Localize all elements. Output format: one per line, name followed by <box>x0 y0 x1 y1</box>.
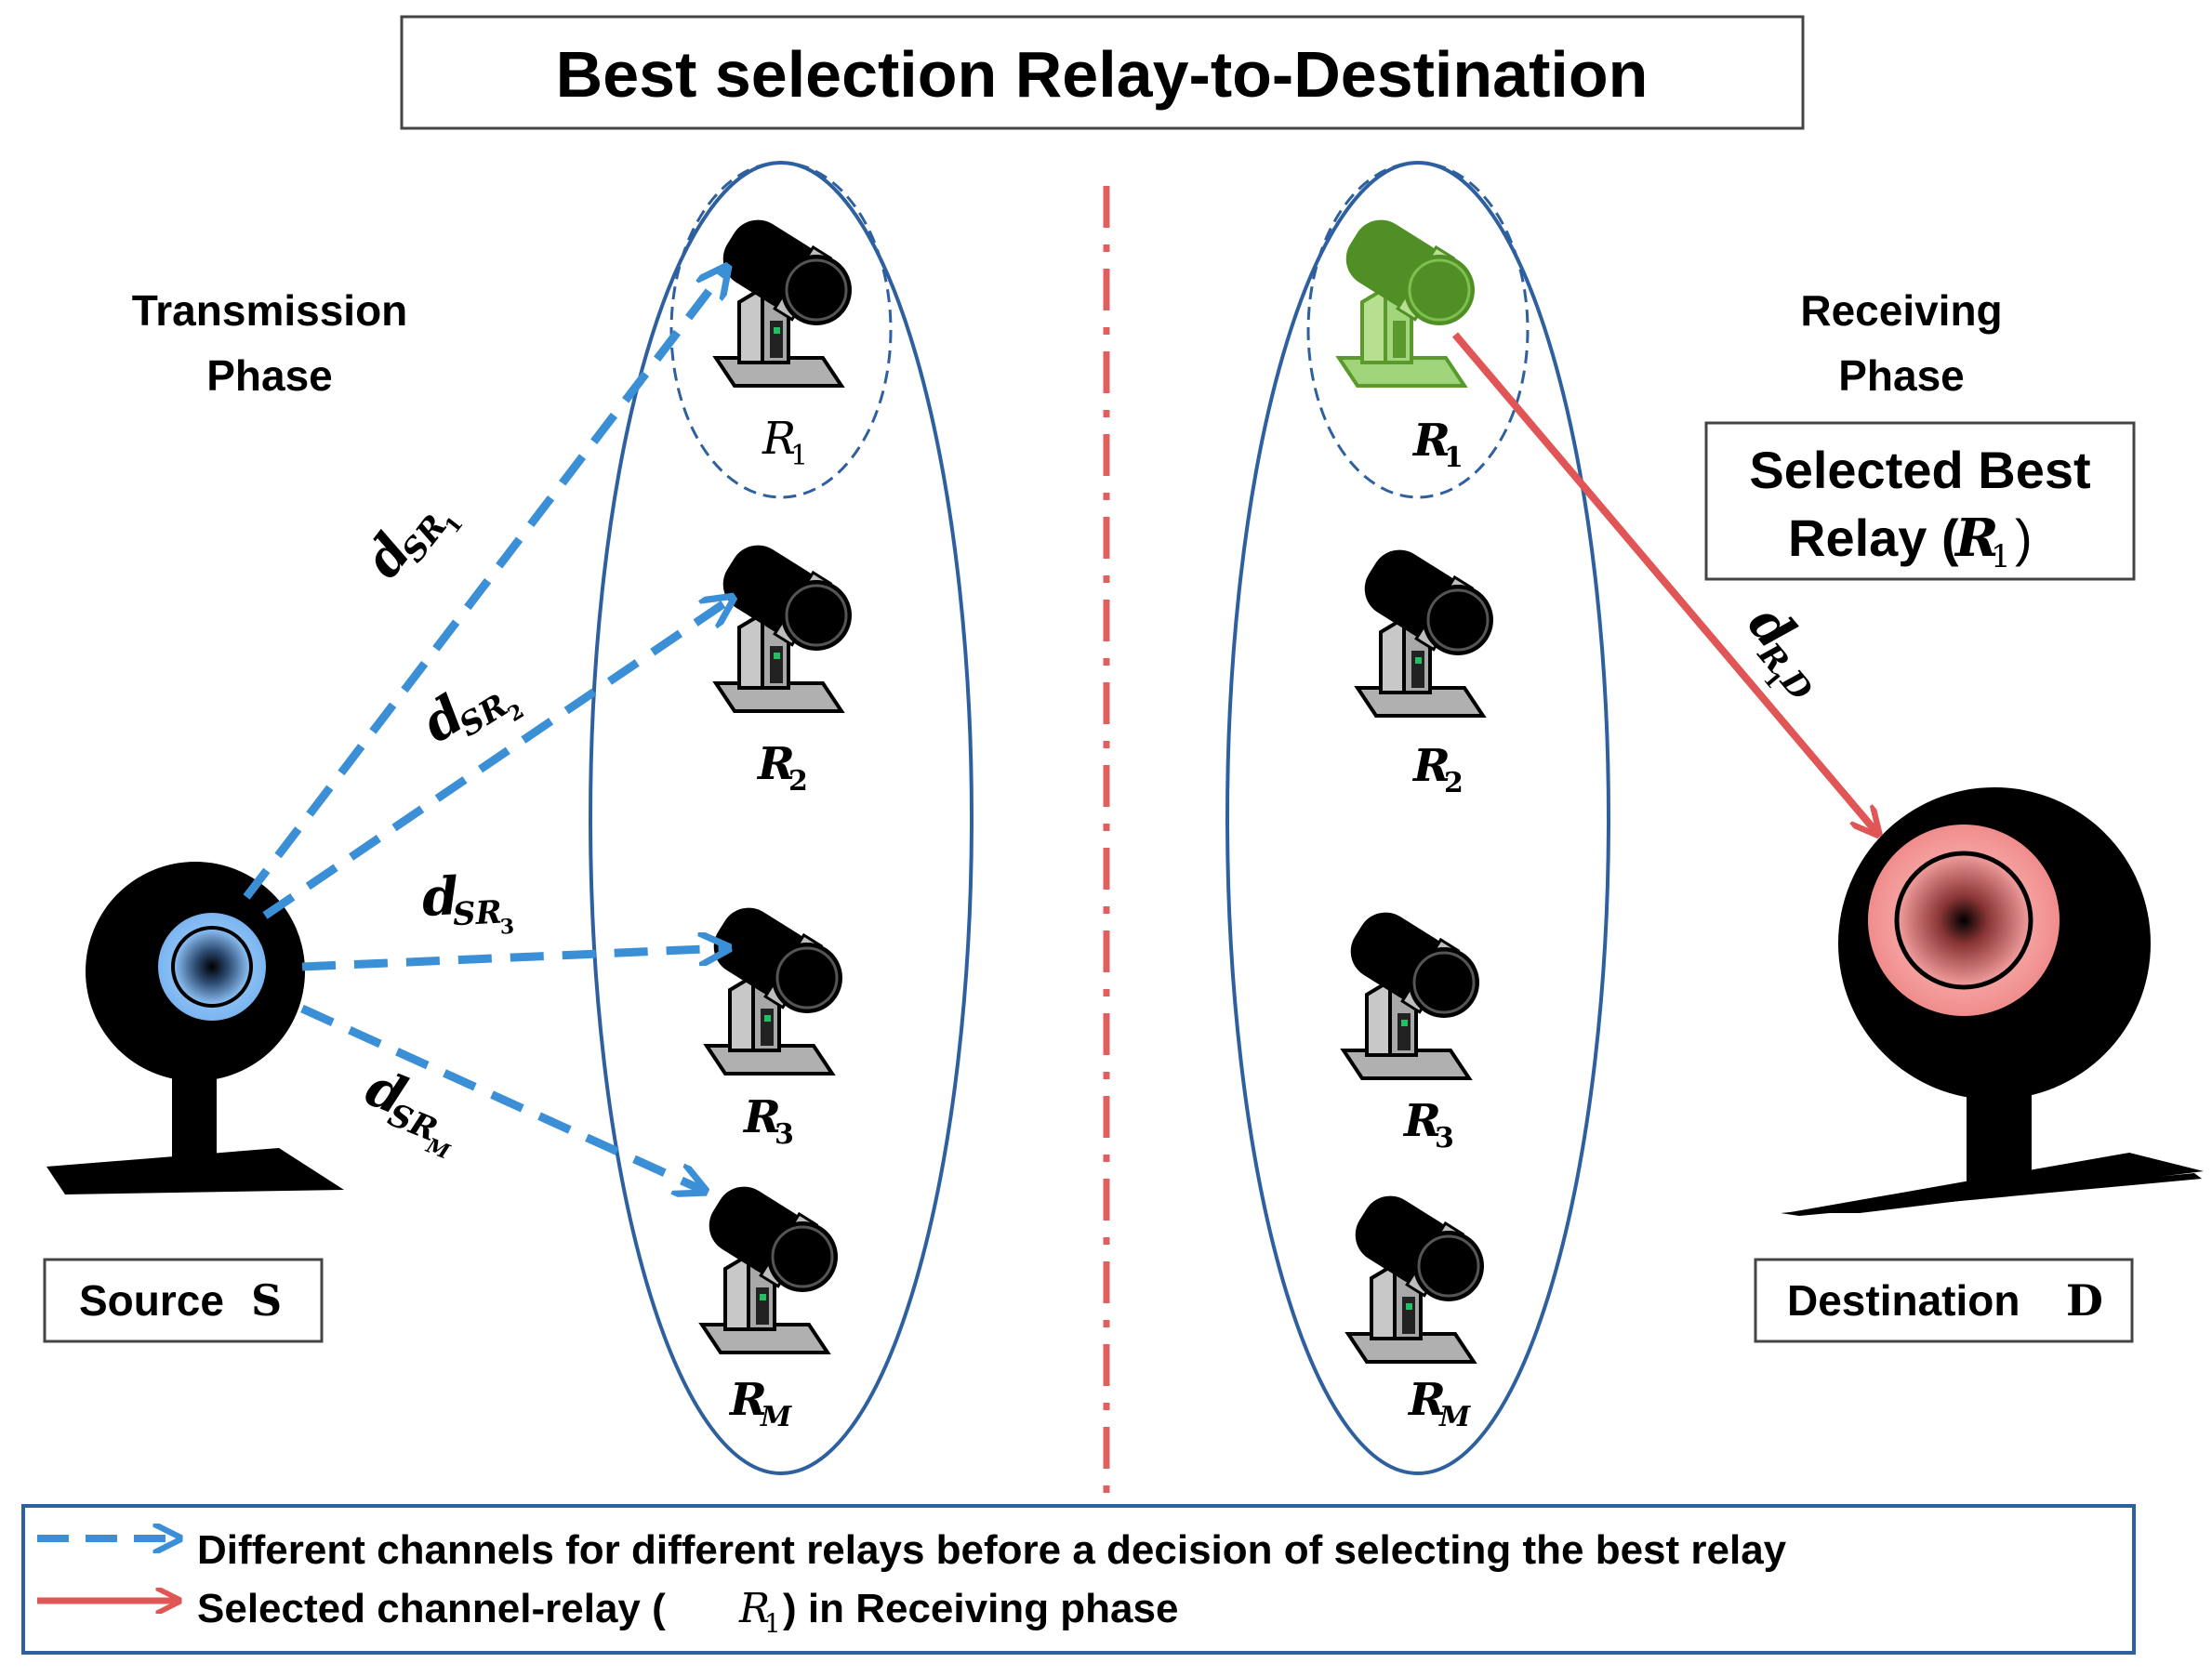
channel-s-rm-arrow <box>300 1004 702 1190</box>
right-relay-label-2: R 2 <box>1411 740 1464 799</box>
destination-node-icon <box>1781 787 2204 1216</box>
channel-label-d-srm: d SR M <box>358 1057 454 1165</box>
legend-dashed-text: Different channels for different relays … <box>197 1527 1787 1573</box>
svg-text:3: 3 <box>775 1118 794 1151</box>
svg-text:R: R <box>728 1374 767 1426</box>
right-relay-label-1: R 1 <box>1411 415 1464 474</box>
left-relay-label-m: R M <box>728 1374 792 1433</box>
right-relay-m-icon <box>1342 1181 1486 1364</box>
svg-text:1: 1 <box>764 1608 781 1639</box>
selected-channel-r1-d-arrow <box>1451 332 1876 832</box>
channel-s-r2-arrow <box>262 600 730 919</box>
source-label-box: Source S <box>43 1258 324 1343</box>
svg-text:d: d <box>420 865 460 929</box>
left-relay-1-icon <box>709 205 854 388</box>
svg-text:M: M <box>1438 1401 1471 1433</box>
legend-box: Different channels for different relays … <box>21 1504 2136 1655</box>
left-relay-3-icon <box>700 893 844 1076</box>
legend-solid-text-suffix: ) in Receiving phase <box>783 1586 1178 1631</box>
svg-text:3: 3 <box>499 915 515 940</box>
svg-text:1: 1 <box>1991 538 2011 575</box>
source-node-icon <box>46 862 344 1194</box>
source-symbol: S <box>251 1275 282 1326</box>
svg-text:2: 2 <box>788 765 808 798</box>
left-relay-label-2: R 2 <box>756 738 808 798</box>
svg-text:R: R <box>1411 740 1450 792</box>
svg-text:): ) <box>2015 508 2033 567</box>
destination-label: Destination <box>1787 1276 2020 1325</box>
right-relay-label-3: R 3 <box>1402 1095 1454 1155</box>
receiving-phase-label-line1: Receiving <box>1800 286 2002 335</box>
svg-text:2: 2 <box>1444 767 1464 799</box>
svg-text:1: 1 <box>1444 442 1464 474</box>
svg-text:R: R <box>742 1091 781 1143</box>
right-relay-2-icon <box>1351 535 1495 718</box>
svg-text:SR: SR <box>452 894 503 934</box>
left-r1-highlight <box>669 161 893 499</box>
selected-best-line2-prefix: Relay ( <box>1788 508 1959 567</box>
svg-text:R: R <box>1954 508 1999 569</box>
source-label: Source <box>79 1276 224 1325</box>
left-relay-2-icon <box>709 531 854 713</box>
channel-s-r1-arrow <box>243 270 725 900</box>
transmission-phase-label-line2: Phase <box>206 351 333 400</box>
svg-text:R: R <box>756 738 795 790</box>
receiving-phase-label-line2: Phase <box>1838 351 1965 400</box>
destination-label-box: Destination D <box>1754 1258 2134 1343</box>
svg-text:M: M <box>760 1401 792 1433</box>
diagram-title: Best selection Relay-to-Destination <box>556 38 1649 111</box>
right-relay-1-selected-icon <box>1332 205 1477 388</box>
destination-symbol: D <box>2066 1275 2103 1326</box>
selected-best-relay-box: Selected Best Relay ( R 1 ) <box>1704 421 2136 581</box>
left-relay-label-1: R 1 <box>762 413 808 472</box>
svg-text:R: R <box>762 413 796 465</box>
svg-text:R: R <box>1411 415 1450 467</box>
left-relay-m-icon <box>695 1172 840 1354</box>
right-relay-3-icon <box>1337 898 1481 1080</box>
svg-text:R: R <box>738 1585 770 1632</box>
transmission-phase-label-line1: Transmission <box>132 286 408 335</box>
channel-label-d-r1d: d R 1 D <box>1736 594 1820 709</box>
channel-label-d-sr2: d SR 2 <box>411 683 528 755</box>
right-relay-label-m: R M <box>1407 1374 1471 1433</box>
svg-text:R: R <box>1407 1374 1446 1426</box>
title-box: Best selection Relay-to-Destination <box>400 15 1805 130</box>
right-r1-highlight <box>1306 161 1530 499</box>
legend-solid-text-prefix: Selected channel-relay ( <box>197 1586 666 1631</box>
channel-label-d-sr1: d SR 1 <box>352 508 469 588</box>
svg-text:3: 3 <box>1435 1122 1454 1155</box>
channel-s-r3-arrow <box>301 948 725 971</box>
channel-label-d-sr3: d SR 3 <box>420 865 515 940</box>
svg-text:R: R <box>1402 1095 1441 1147</box>
svg-text:1: 1 <box>790 440 808 472</box>
selected-best-line1: Selected Best <box>1749 441 2090 499</box>
left-relay-label-3: R 3 <box>742 1091 794 1151</box>
